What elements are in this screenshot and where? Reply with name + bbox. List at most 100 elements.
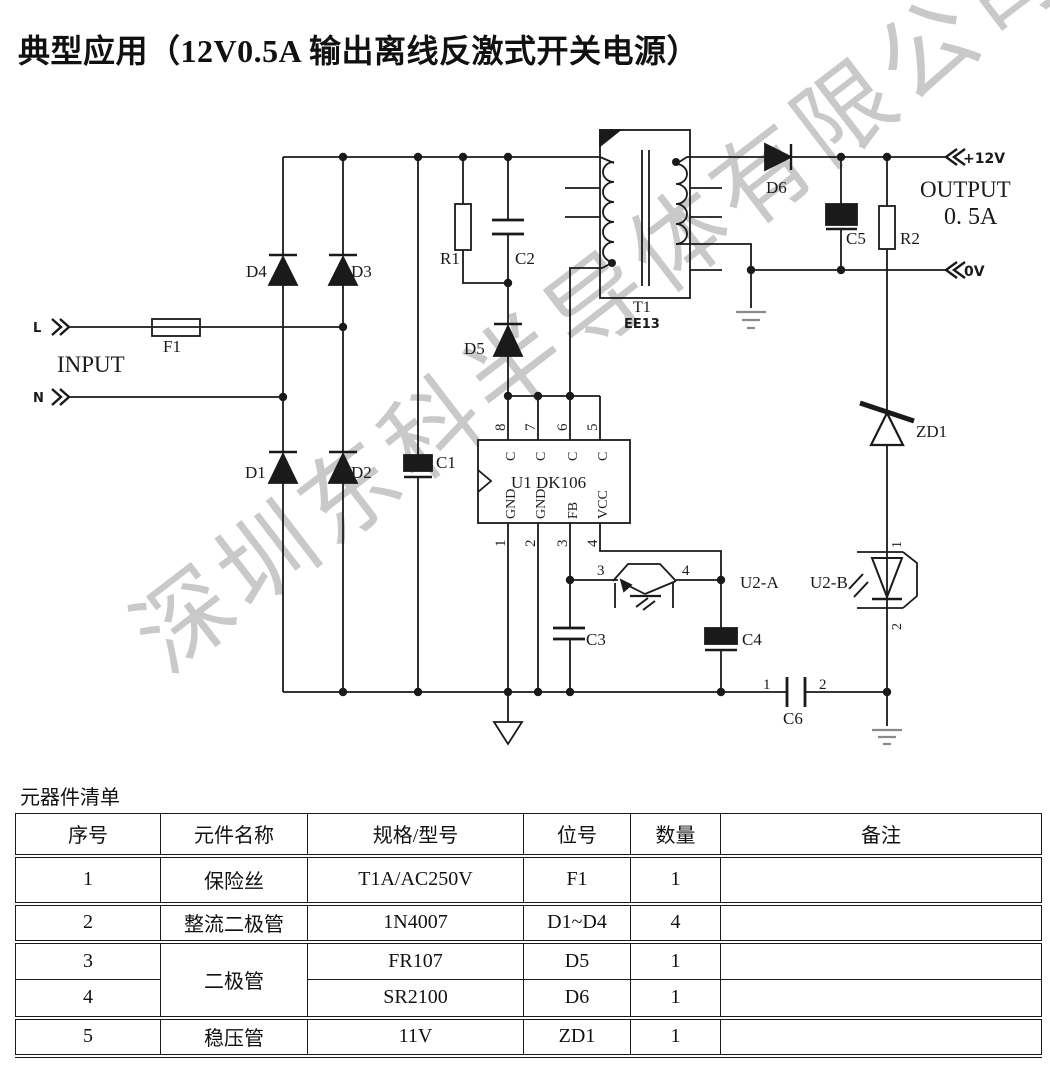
bom-cell-spec: T1A/AC250V — [307, 853, 524, 904]
primary-winding-icon — [602, 161, 615, 263]
opto-pin1-label: 1 — [890, 541, 905, 548]
zener-zd1-bar — [886, 409, 915, 424]
bom-header-row: 序号 元件名称 规格/型号 位号 数量 备注 — [15, 813, 1042, 856]
output-section — [751, 142, 966, 410]
resistor-r1-label: R1 — [440, 249, 460, 268]
u1-pin4-number: 4 — [585, 539, 601, 547]
junction-dots — [278, 152, 892, 697]
bom-header-qty: 数量 — [630, 813, 721, 856]
bom-row: 3 二极管 FR107 D5 1 — [15, 939, 1042, 1018]
ic-u1-dk106 — [477, 395, 722, 692]
bom-row: 4 SR2100 D6 1 — [15, 979, 1042, 1018]
bom-cell-ref: D6 — [523, 979, 631, 1018]
bom-cell-no: 5 — [15, 1015, 161, 1056]
diode-d6-label: D6 — [766, 178, 787, 197]
opto-pin2-label: 2 — [890, 623, 905, 630]
bom-cell-name: 稳压管 — [160, 1015, 308, 1056]
schematic-diagram: L N INPUT F1 D4 D3 D1 D2 C1 R1 C2 D5 D6 … — [33, 129, 1011, 746]
diode-d5-icon — [492, 323, 524, 357]
secondary-winding-icon — [675, 163, 688, 245]
snubber-network — [454, 157, 524, 396]
capacitor-c1-icon — [403, 454, 433, 472]
bom-row: 2 整流二极管 1N4007 D1~D4 4 — [15, 901, 1042, 942]
bom-cell-qty: 1 — [630, 979, 721, 1018]
u1-pin5-name: C — [596, 452, 611, 461]
bom-cell-ref: ZD1 — [523, 1015, 631, 1056]
bom-cell-note — [720, 853, 1042, 904]
diode-d1-icon — [267, 451, 299, 484]
capacitor-c4-label: C4 — [742, 630, 762, 649]
bom-cell-note — [720, 1015, 1042, 1056]
u1-pin7-name: C — [534, 452, 549, 461]
bom-header-name: 元件名称 — [160, 813, 308, 856]
earth-ground-icon — [736, 310, 766, 330]
bom-row: 1 保险丝 T1A/AC250V F1 1 — [15, 853, 1042, 904]
diode-d3-label: D3 — [351, 262, 372, 281]
input-section — [51, 318, 343, 406]
bom-cell-ref: D5 — [523, 939, 631, 980]
bom-table: 序号 元件名称 规格/型号 位号 数量 备注 1 保险丝 T1A/AC250V … — [15, 813, 1042, 1058]
transformer-core-label: EE13 — [624, 317, 660, 332]
opto-light-arrow-icon — [853, 581, 869, 598]
u1-pin7-number: 7 — [523, 423, 539, 431]
capacitor-c4-icon — [704, 627, 738, 645]
u1-pin2-name: GND — [534, 489, 549, 519]
bom-header-note: 备注 — [720, 813, 1042, 856]
opto-pin3-label: 3 — [597, 563, 605, 579]
zener-zd1-bar — [859, 400, 888, 415]
page-title: 典型应用（12V0.5A 输出离线反激式开关电源） — [18, 33, 699, 69]
bom-table-wrapper: 序号 元件名称 规格/型号 位号 数量 备注 1 保险丝 T1A/AC250V … — [15, 813, 1042, 1058]
u1-pin6-name: C — [566, 452, 581, 461]
input-label: INPUT — [57, 352, 125, 377]
fuse-f1-label: F1 — [163, 337, 181, 356]
schematic-labels: L N INPUT F1 D4 D3 D1 D2 C1 R1 C2 D5 D6 … — [33, 151, 1011, 728]
diode-d5-label: D5 — [464, 339, 485, 358]
bom-cell-no: 1 — [15, 853, 161, 904]
opto-hatch — [642, 600, 656, 611]
capacitor-c6-label: C6 — [783, 709, 803, 728]
resistor-r2-label: R2 — [900, 229, 920, 248]
bom-cell-ref: D1~D4 — [523, 901, 631, 942]
bom-caption: 元器件清单 — [20, 787, 120, 809]
input-terminal-n-icon — [51, 388, 63, 406]
bom-cell-name: 整流二极管 — [160, 901, 308, 942]
opto-light-arrow-icon — [848, 573, 864, 590]
bulk-capacitor-c1 — [403, 157, 433, 692]
transformer-body — [599, 129, 691, 299]
u1-pin3-name: FB — [566, 502, 581, 519]
terminal-label-n: N — [33, 391, 44, 406]
resistor-r2-icon — [878, 205, 896, 250]
bom-cell-no: 4 — [15, 979, 161, 1018]
bom-cell-qty: 1 — [630, 853, 721, 904]
bom-cell-name: 保险丝 — [160, 853, 308, 904]
bom-cell-spec: 1N4007 — [307, 901, 524, 942]
u1-pin2-number: 2 — [523, 540, 539, 548]
bridge-rectifier — [267, 157, 359, 692]
opto-transistor-u2a-icon — [612, 563, 677, 582]
pin-4-vcc-wire — [599, 523, 722, 580]
diode-d4-icon — [267, 254, 299, 286]
bom-row: 5 稳压管 11V ZD1 1 — [15, 1015, 1042, 1056]
c6-pin2-label: 2 — [819, 677, 827, 693]
output-terminal-0v-icon — [951, 261, 966, 279]
bom-cell-note — [720, 979, 1042, 1018]
diode-d1-label: D1 — [245, 463, 266, 482]
u1-pin1-number: 1 — [493, 540, 509, 548]
u1-pin3-number: 3 — [555, 540, 571, 548]
wire-primary-return — [569, 262, 613, 396]
opto-transistor-collector — [644, 580, 677, 595]
bom-cell-ref: F1 — [523, 853, 631, 904]
bom-cell-spec: SR2100 — [307, 979, 524, 1018]
feedback-network — [492, 400, 918, 746]
opto-led-u2b-icon — [870, 557, 904, 600]
opto-hatch — [635, 597, 649, 608]
wire-secondary-return — [676, 243, 752, 270]
capacitor-c2-label: C2 — [515, 249, 535, 268]
bom-cell-name-merged: 二极管 — [160, 939, 308, 1018]
c6-pin1-label: 1 — [763, 677, 771, 693]
output-terminal-0v-icon — [943, 261, 958, 279]
opto-u2b-label: U2-B — [810, 573, 848, 592]
input-terminal-l-icon — [51, 318, 63, 336]
u1-pin1-name: GND — [504, 489, 519, 519]
bom-header-spec: 规格/型号 — [307, 813, 524, 856]
